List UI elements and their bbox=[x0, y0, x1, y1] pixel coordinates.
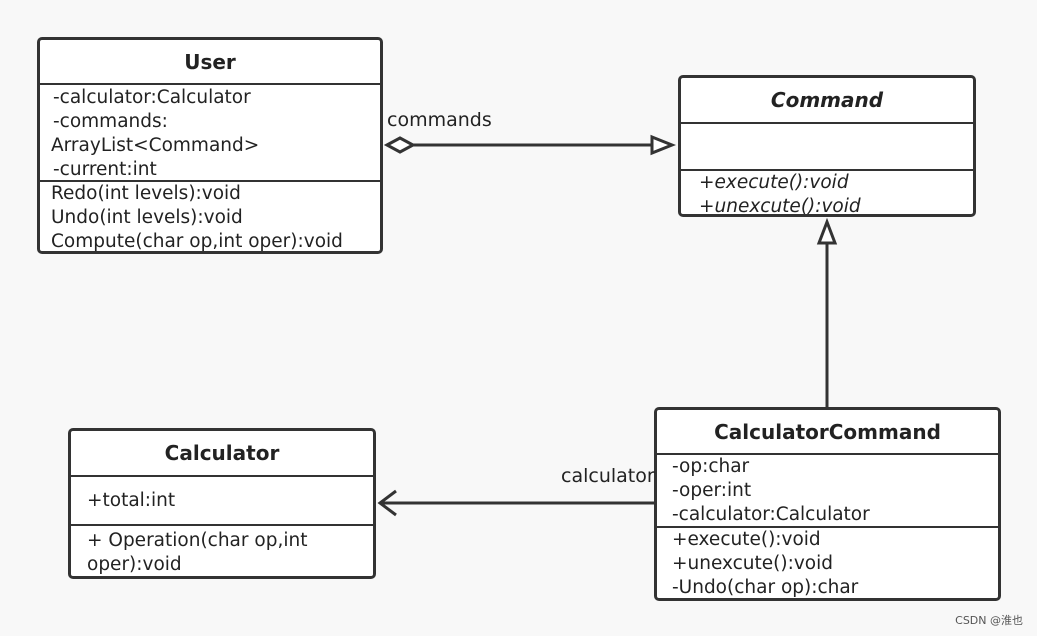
class-calculator-method: + Operation(char op,int bbox=[87, 530, 308, 551]
watermark: CSDN @淮也 bbox=[955, 614, 1023, 627]
class-calculatorcommand-attribute: -op:char bbox=[672, 456, 750, 477]
class-calculatorcommand-attribute: -calculator:Calculator bbox=[672, 504, 870, 525]
class-calculator-methods: + Operation(char op,int oper):void bbox=[71, 526, 373, 576]
class-calculatorcommand-methods: +execute():void +unexcute():void -Undo(c… bbox=[657, 528, 998, 598]
class-user-attribute: -commands: bbox=[53, 111, 168, 132]
class-user-name: User bbox=[40, 40, 380, 85]
class-command[interactable]: Command +execute():void +unexcute():void bbox=[678, 75, 976, 217]
class-user-attribute: -current:int bbox=[53, 159, 157, 180]
class-calculatorcommand[interactable]: CalculatorCommand -op:char -oper:int -ca… bbox=[654, 407, 1001, 601]
class-command-method: +execute():void bbox=[699, 172, 849, 193]
class-calculatorcommand-method: -Undo(char op):char bbox=[672, 577, 859, 598]
generalization-calculatorcommand-command bbox=[816, 217, 838, 407]
aggregation-user-command bbox=[383, 134, 677, 156]
relation-label-calculator: calculator bbox=[561, 465, 655, 487]
class-command-methods: +execute():void +unexcute():void bbox=[681, 171, 973, 217]
aggregation-diamond-icon bbox=[383, 136, 417, 154]
class-command-attributes bbox=[681, 124, 973, 171]
association-open-arrow-icon bbox=[377, 489, 397, 517]
class-calculatorcommand-attribute: -oper:int bbox=[672, 480, 752, 501]
class-user-attributes: -calculator:Calculator -commands: ArrayL… bbox=[40, 85, 380, 182]
class-user-methods: Redo(int levels):void Undo(int levels):v… bbox=[40, 182, 380, 252]
class-calculator-attribute: +total:int bbox=[87, 489, 176, 511]
class-calculatorcommand-method: +unexcute():void bbox=[672, 553, 833, 574]
class-user-method: Undo(int levels):void bbox=[51, 207, 243, 228]
class-calculatorcommand-attributes: -op:char -oper:int -calculator:Calculato… bbox=[657, 455, 998, 528]
class-user-method: Redo(int levels):void bbox=[51, 183, 241, 204]
class-command-method: +unexcute():void bbox=[699, 196, 861, 217]
relation-label-commands: commands bbox=[387, 109, 492, 131]
class-calculator-method: oper):void bbox=[87, 554, 182, 575]
class-user-attribute: ArrayList<Command> bbox=[51, 135, 260, 156]
class-calculator-attributes: +total:int bbox=[71, 477, 373, 526]
association-calculatorcommand-calculator bbox=[377, 489, 655, 517]
class-calculatorcommand-method: +execute():void bbox=[672, 529, 821, 550]
generalization-triangle-icon bbox=[816, 217, 838, 245]
aggregation-open-arrowhead-icon bbox=[650, 134, 677, 156]
class-calculator-name: Calculator bbox=[71, 431, 373, 477]
class-calculator[interactable]: Calculator +total:int + Operation(char o… bbox=[68, 428, 376, 579]
class-calculatorcommand-name: CalculatorCommand bbox=[657, 410, 998, 455]
class-user-attribute: -calculator:Calculator bbox=[53, 87, 251, 108]
class-command-name: Command bbox=[681, 78, 973, 124]
class-user-method: Compute(char op,int oper):void bbox=[51, 231, 343, 252]
class-user[interactable]: User -calculator:Calculator -commands: A… bbox=[37, 37, 383, 254]
